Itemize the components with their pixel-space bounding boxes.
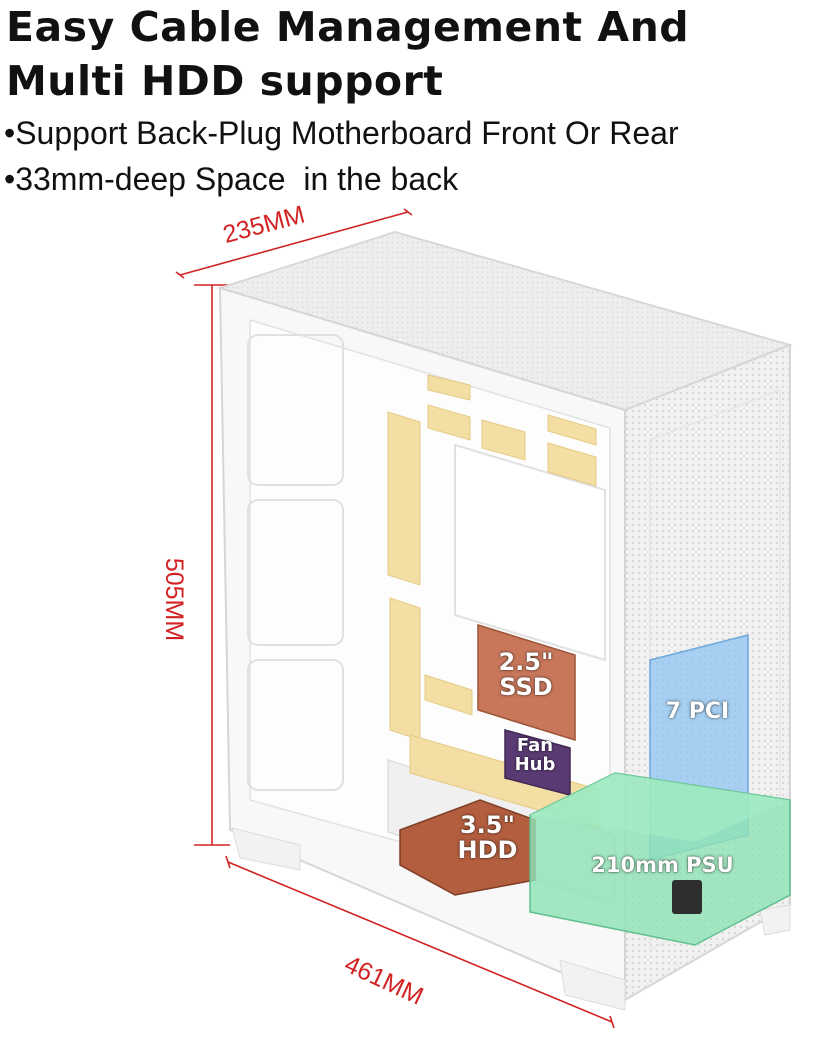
ssd-highlight (477, 623, 576, 742)
feature-list: •Support Back-Plug Motherboard Front Or … (4, 110, 824, 202)
power-socket-icon (672, 880, 702, 914)
feature-item-2: •33mm-deep Space in the back (4, 161, 459, 197)
title-line-2: Multi HDD support (6, 57, 444, 105)
psu-highlight (529, 772, 791, 946)
fan-hub-label: Fan Hub (514, 735, 556, 775)
dimension-lines (175, 208, 615, 1029)
hdd-label: 3.5" HDD (457, 811, 518, 865)
title-line-1: Easy Cable Management And (6, 3, 690, 51)
ssd-label: 2.5" SSD (498, 648, 554, 702)
dimension-height: 505MM (160, 557, 189, 642)
page-title: Easy Cable Management And Multi HDD supp… (6, 0, 826, 108)
feature-item-1: •Support Back-Plug Motherboard Front Or … (4, 115, 679, 151)
pci-label: 7 PCI (665, 699, 730, 724)
psu-label: 210mm PSU (591, 853, 734, 877)
